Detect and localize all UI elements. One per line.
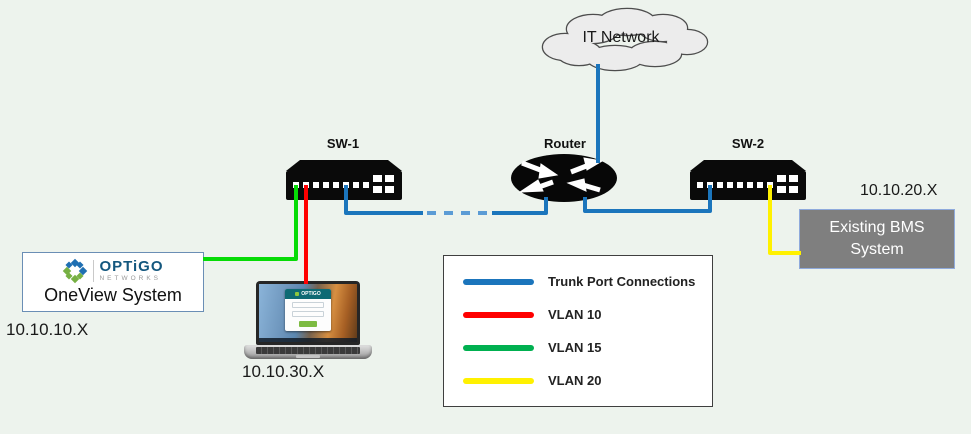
sw2-switch-icon bbox=[690, 160, 806, 200]
legend-label-vlan15: VLAN 15 bbox=[548, 340, 602, 355]
laptop-screen: OPTIGO bbox=[256, 281, 360, 345]
router-label: Router bbox=[544, 136, 586, 151]
bms-label-line1: Existing BMS bbox=[829, 219, 925, 237]
legend-swatch-vlan15 bbox=[463, 344, 534, 351]
bms-label-line2: System bbox=[850, 241, 904, 258]
it-network-cloud: IT Network bbox=[527, 7, 715, 73]
legend-swatch-trunk bbox=[463, 278, 534, 285]
legend-label-vlan10: VLAN 10 bbox=[548, 307, 602, 322]
legend-swatch-vlan20 bbox=[463, 377, 534, 384]
legend-label-trunk: Trunk Port Connections bbox=[548, 274, 696, 289]
sw1-switch-icon bbox=[286, 160, 402, 200]
sw1-label: SW-1 bbox=[326, 136, 360, 151]
router-icon bbox=[511, 154, 617, 202]
laptop-trackpad bbox=[296, 355, 320, 358]
laptop-base bbox=[244, 345, 372, 359]
legend-label-vlan20: VLAN 20 bbox=[548, 373, 602, 388]
ip-label-laptop: 10.10.30.X bbox=[242, 362, 325, 381]
legend-item-vlan15: VLAN 15 bbox=[463, 340, 712, 355]
legend-item-vlan20: VLAN 20 bbox=[463, 373, 712, 388]
laptop-login-field bbox=[292, 311, 324, 317]
laptop-icon: OPTIGO bbox=[244, 281, 372, 359]
legend-item-vlan10: VLAN 10 bbox=[463, 307, 712, 322]
laptop-taskbar bbox=[259, 338, 357, 342]
legend-swatch-vlan10 bbox=[463, 311, 534, 318]
it-network-label: IT Network bbox=[582, 29, 660, 46]
cloud-icon bbox=[541, 7, 709, 72]
laptop-login-button bbox=[299, 321, 317, 327]
laptop-wallpaper: OPTIGO bbox=[259, 284, 357, 342]
legend-item-trunk: Trunk Port Connections bbox=[463, 274, 712, 289]
optigo-networks-label: NETWORKS bbox=[99, 275, 162, 283]
oneview-system-box: OPTiGO NETWORKS OneView System bbox=[22, 252, 204, 312]
laptop-login-header: OPTIGO bbox=[285, 289, 331, 299]
optigo-wordmark: OPTiGO bbox=[99, 258, 164, 276]
optigo-pinwheel-icon bbox=[63, 258, 88, 284]
wire-vlan15-sw1-oneview bbox=[203, 185, 298, 261]
laptop-login-window: OPTIGO bbox=[285, 289, 331, 331]
legend-box: Trunk Port Connections VLAN 10 VLAN 15 V… bbox=[443, 255, 713, 407]
laptop-login-brand: OPTIGO bbox=[301, 291, 321, 297]
logo-divider bbox=[93, 260, 95, 282]
ip-label-oneview: 10.10.10.X bbox=[6, 320, 89, 339]
optigo-logo: OPTiGO NETWORKS bbox=[62, 258, 163, 284]
oneview-system-label: OneView System bbox=[44, 285, 182, 305]
laptop-keyboard bbox=[256, 347, 360, 354]
sw2-label: SW-2 bbox=[731, 136, 765, 151]
existing-bms-box: Existing BMS System bbox=[799, 209, 955, 269]
ip-label-bms: 10.10.20.X bbox=[860, 182, 938, 199]
laptop-login-field bbox=[292, 302, 324, 308]
laptop-login-logo-icon bbox=[295, 292, 300, 296]
